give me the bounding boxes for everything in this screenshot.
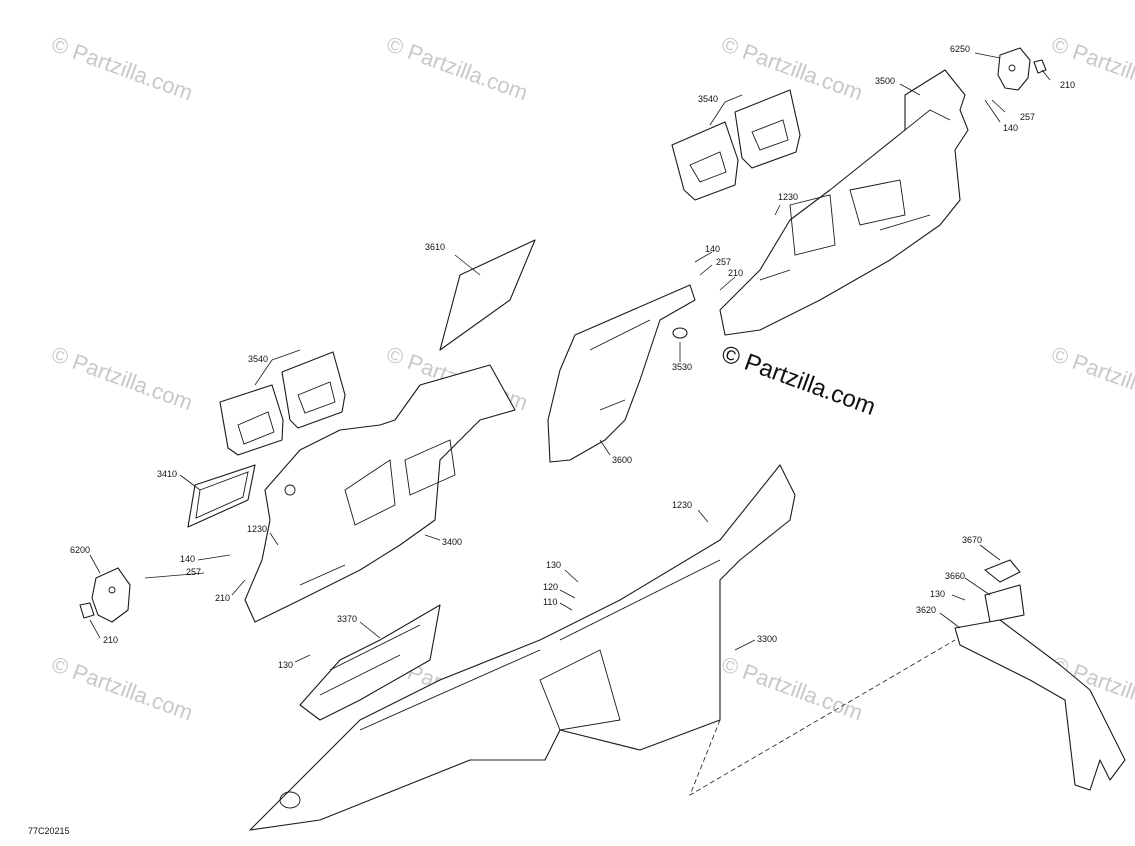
callout-1230: 1230 [778, 192, 798, 202]
part-6200-bracket [79, 567, 131, 623]
callout-6200: 6200 [70, 545, 90, 555]
part-3500-panel [719, 69, 969, 336]
callout-6250: 6250 [950, 44, 970, 54]
reference-dashed-line [689, 639, 956, 796]
callout-120: 120 [543, 582, 558, 592]
part-3620-bracket [954, 619, 1126, 791]
callout-3660: 3660 [945, 571, 965, 581]
callout-3540: 3540 [248, 354, 268, 364]
callout-210: 210 [1060, 80, 1075, 90]
watermark-text: © Partzilla.com [1048, 341, 1135, 415]
figure-code: 77C20215 [28, 826, 70, 836]
callout-3370: 3370 [337, 614, 357, 624]
callout-3610: 3610 [425, 242, 445, 252]
callout-110: 110 [543, 597, 557, 607]
callout-257: 257 [716, 257, 731, 267]
part-3300-floor [249, 464, 796, 831]
callout-210: 210 [215, 593, 230, 603]
callout-labels: 6250 210 3500 3540 257 140 1230 140 257 … [70, 44, 1075, 670]
watermark-text: © Partzilla.com [718, 31, 866, 105]
callout-140: 140 [180, 554, 195, 564]
part-3540-boot-top [671, 89, 801, 201]
callout-210: 210 [103, 635, 118, 645]
callout-130: 130 [930, 589, 945, 599]
part-3370-tray [299, 604, 441, 721]
callout-3300: 3300 [757, 634, 777, 644]
callout-3670: 3670 [962, 535, 982, 545]
callout-140: 140 [705, 244, 720, 254]
callout-3400: 3400 [442, 537, 462, 547]
part-3670-clip [984, 559, 1021, 583]
callout-130: 130 [278, 660, 293, 670]
watermark-text: © Partzilla.com [718, 651, 866, 725]
watermark-text: © Partzilla.com [48, 651, 196, 725]
watermark-text: © Partzilla.com [48, 341, 196, 415]
part-3410-plate [187, 464, 256, 528]
callout-3600: 3600 [612, 455, 632, 465]
part-6250-bracket [997, 47, 1047, 91]
watermark-text: © Partzilla.com [48, 31, 196, 105]
center-watermark: © Partzilla.com [718, 340, 879, 421]
callout-130: 130 [546, 560, 561, 570]
callout-3540: 3540 [698, 94, 718, 104]
callout-210: 210 [728, 268, 743, 278]
part-3660-block [984, 584, 1025, 623]
watermark-text: © Partzilla.com [383, 31, 531, 105]
callout-3530: 3530 [672, 362, 692, 372]
callout-3620: 3620 [916, 605, 936, 615]
callout-1230: 1230 [672, 500, 692, 510]
part-3400-console [244, 364, 516, 623]
watermark-text: © Partzilla.com [1048, 31, 1135, 105]
callout-140: 140 [1003, 123, 1018, 133]
leader-lines [89, 52, 1051, 663]
part-3540-boot-left [219, 351, 346, 456]
callout-257: 257 [186, 567, 201, 577]
callout-257: 257 [1020, 112, 1035, 122]
callout-3410: 3410 [157, 469, 177, 479]
part-3600-panel [547, 284, 696, 463]
callout-1230: 1230 [247, 524, 267, 534]
part-3610-panel [439, 239, 536, 351]
callout-3500: 3500 [875, 76, 895, 86]
